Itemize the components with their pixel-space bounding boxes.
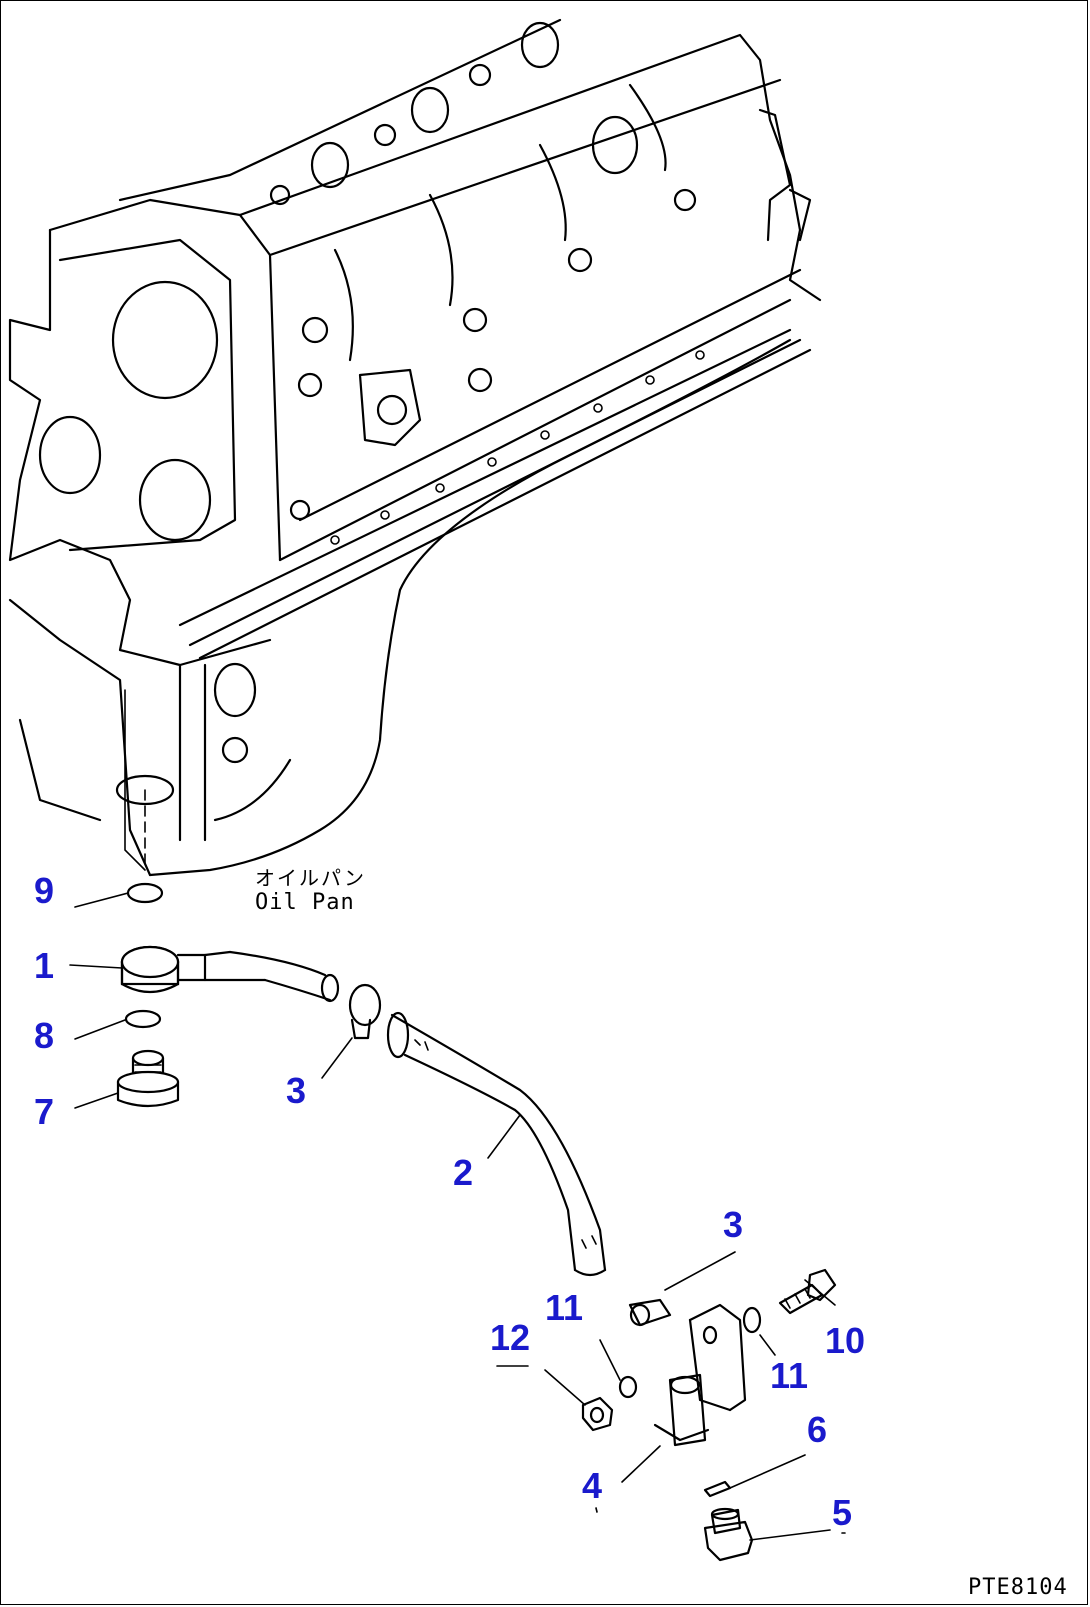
oil-pan-label-en: Oil Pan <box>255 890 355 915</box>
callout-3-upper: 3 <box>286 1070 307 1111</box>
drain-plug-7 <box>116 1049 180 1108</box>
adapter-1 <box>120 945 340 1003</box>
callout-5: 5 <box>832 1492 853 1533</box>
washer-11-right <box>742 1306 762 1334</box>
engine-block-drawing <box>8 18 822 877</box>
callout-12: 12 <box>490 1317 531 1358</box>
hose-2 <box>386 1011 607 1277</box>
callout-7: 7 <box>34 1091 55 1132</box>
callout-6: 6 <box>807 1409 828 1450</box>
callout-11-right: 11 <box>770 1355 809 1396</box>
callout-10: 10 <box>825 1320 866 1361</box>
callout-4: 4 <box>582 1465 603 1506</box>
callout-9: 9 <box>34 870 55 911</box>
gasket-9 <box>126 882 164 904</box>
nut-12 <box>581 1396 614 1432</box>
callout-1: 1 <box>34 945 55 986</box>
bolt-10 <box>778 1268 837 1315</box>
o-ring-8 <box>124 1009 162 1029</box>
pin-6 <box>703 1480 732 1498</box>
drawing-code: PTE8104 <box>968 1575 1068 1600</box>
oil-pan-label-jp: オイルパン <box>255 866 366 890</box>
callout-11-left: 11 <box>545 1287 584 1328</box>
hose-clamp-3-lower <box>628 1298 672 1327</box>
plug-5 <box>703 1507 754 1562</box>
washer-11-left <box>618 1375 638 1399</box>
callout-3-lower: 3 <box>723 1204 744 1245</box>
drain-valve-4 <box>653 1303 747 1447</box>
hose-clamp-3-upper <box>348 983 382 1040</box>
callout-8: 8 <box>34 1015 55 1056</box>
leader-lines <box>69 892 846 1541</box>
callout-2: 2 <box>453 1152 474 1193</box>
